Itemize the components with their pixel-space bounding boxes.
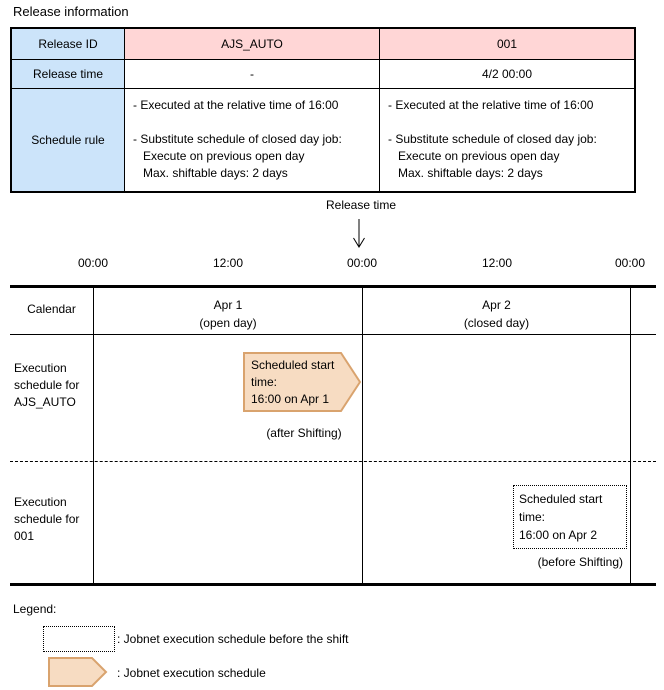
schedule-rule-cell-ajs-auto: - Executed at the relative time of 16:00… (124, 88, 379, 191)
schedule-row-divider (10, 461, 656, 462)
job001-row-label: Execution schedule for 001 (14, 495, 80, 543)
callout-line: Scheduled start (251, 358, 335, 372)
timeline-top-line (10, 285, 656, 288)
page-title: Release information (13, 4, 129, 19)
legend-arrow-shape (48, 657, 108, 687)
before-shifting-note: (before Shifting) (537, 555, 623, 569)
calendar-day1-name: Apr 1 (213, 298, 243, 312)
calendar-day2-name: Apr 2 (482, 298, 511, 312)
release-id-value-ajs-auto: AJS_AUTO (124, 29, 379, 59)
schedule-rule-line: - Executed at the relative time of 16:00 (133, 98, 339, 112)
axis-tick: 00:00 (346, 256, 378, 270)
schedule-dotted-box-001: Scheduled start time: 16:00 on Apr 2 (513, 485, 627, 549)
schedule-rule-line: - Executed at the relative time of 16:00 (388, 98, 594, 112)
calendar-day1-type: (open day) (199, 316, 257, 330)
schedule-rule-cell-001: - Executed at the relative time of 16:00… (379, 88, 634, 191)
callout-line: 16:00 on Apr 1 (251, 392, 330, 406)
schedule-rule-line: Max. shiftable days: 2 days (133, 166, 288, 180)
legend-arrow-icon (48, 657, 108, 687)
ajs-auto-callout: Scheduled start time: 16:00 on Apr 1 (251, 357, 334, 408)
release-time-value-001: 4/2 00:00 (379, 59, 634, 88)
schedule-rule-line (133, 114, 375, 131)
timeline-bottom-line (10, 583, 656, 586)
axis-tick: 12:00 (481, 256, 513, 270)
callout-line: time: (519, 510, 546, 524)
release-time-value-ajs-auto: - (124, 59, 379, 88)
calendar-row-divider (10, 334, 656, 335)
axis-tick: 00:00 (77, 256, 109, 270)
schedule-rule-line: Max. shiftable days: 2 days (388, 166, 543, 180)
schedule-rule-line: Execute on previous open day (133, 149, 305, 163)
release-id-value-001: 001 (379, 29, 634, 59)
schedule-rule-label: Schedule rule (12, 88, 124, 191)
legend-title: Legend: (13, 602, 57, 616)
callout-line: 16:00 on Apr 2 (519, 528, 598, 542)
after-shifting-note: (after Shifting) (266, 426, 342, 440)
schedule-rule-line: - Substitute schedule of closed day job: (388, 132, 597, 146)
legend-item-label: : Jobnet execution schedule before the s… (117, 632, 349, 646)
callout-line: time: (251, 375, 278, 389)
calendar-row-label: Calendar (27, 302, 76, 316)
schedule-rule-line: - Substitute schedule of closed day job: (133, 132, 342, 146)
schedule-arrow-ajs-auto: Scheduled start time: 16:00 on Apr 1 (243, 352, 361, 412)
calendar-day2: Apr 2 (closed day) (363, 296, 630, 332)
schedule-arrow-shape (243, 352, 361, 412)
callout-line: Scheduled start (519, 492, 603, 506)
release-id-label: Release ID (12, 29, 124, 59)
ajs-auto-row-label: Execution schedule for AJS_AUTO (14, 361, 80, 409)
timeline-vline-day2-end (630, 288, 631, 583)
schedule-rule-line: Execute on previous open day (388, 149, 560, 163)
release-info-table: Release ID AJS_AUTO 001 Release time - 4… (10, 27, 636, 193)
release-time-label: Release time (12, 59, 124, 88)
legend-item-label: : Jobnet execution schedule (117, 666, 266, 680)
release-time-pointer-label: Release time (325, 198, 397, 212)
timeline-vline-day2-start (362, 288, 363, 583)
calendar-day2-type: (closed day) (463, 316, 530, 330)
axis-tick: 12:00 (212, 256, 244, 270)
calendar-day1: Apr 1 (open day) (94, 296, 362, 332)
axis-tick: 00:00 (614, 256, 646, 270)
schedule-rule-line (388, 114, 630, 131)
timeline-vline-day1-start (93, 288, 94, 583)
down-arrow-icon (352, 219, 366, 249)
legend-dotted-box-icon (43, 626, 115, 652)
